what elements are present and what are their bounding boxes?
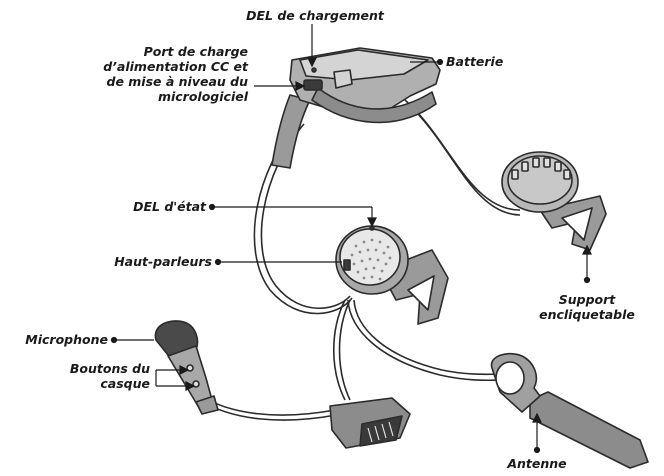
label-antenna-text: Antenne <box>492 456 582 471</box>
label-speakers: Haut-parleurs <box>92 254 212 269</box>
label-antenna: Antenne <box>492 456 582 471</box>
label-dc-port-line1: Port de charge <box>78 44 248 59</box>
label-dc-port-line4: micrologiciel <box>78 89 248 104</box>
clip-mount <box>502 152 606 250</box>
control-unit <box>330 398 410 448</box>
speaker <box>336 226 448 324</box>
label-headset-buttons: Boutons du casque <box>38 361 150 391</box>
microphone <box>155 321 218 414</box>
battery-unit <box>272 48 440 168</box>
label-headset-buttons-line2: casque <box>38 376 150 391</box>
label-clip-mount-line2: encliquetable <box>532 307 642 322</box>
label-speakers-text: Haut-parleurs <box>92 254 212 269</box>
label-dc-port-line2: d’alimentation CC et <box>78 59 248 74</box>
mic-boom <box>200 395 335 415</box>
clip-cable <box>405 100 520 210</box>
headband-cable <box>254 120 352 314</box>
label-status-led: DEL d'état <box>96 199 206 214</box>
label-clip-mount-line1: Support <box>532 292 642 307</box>
label-microphone: Microphone <box>4 332 108 347</box>
label-battery: Batterie <box>446 54 536 69</box>
label-status-led-text: DEL d'état <box>96 199 206 214</box>
label-clip-mount: Support encliquetable <box>532 292 642 322</box>
label-microphone-text: Microphone <box>4 332 108 347</box>
label-battery-text: Batterie <box>446 54 536 69</box>
label-headset-buttons-line1: Boutons du <box>38 361 150 376</box>
label-dc-port: Port de charge d’alimentation CC et de m… <box>78 44 248 104</box>
label-dc-port-line3: de mise à niveau du <box>78 74 248 89</box>
label-charging-led: DEL de chargement <box>230 8 400 23</box>
label-charging-led-text: DEL de chargement <box>230 8 400 23</box>
antenna <box>491 354 648 468</box>
